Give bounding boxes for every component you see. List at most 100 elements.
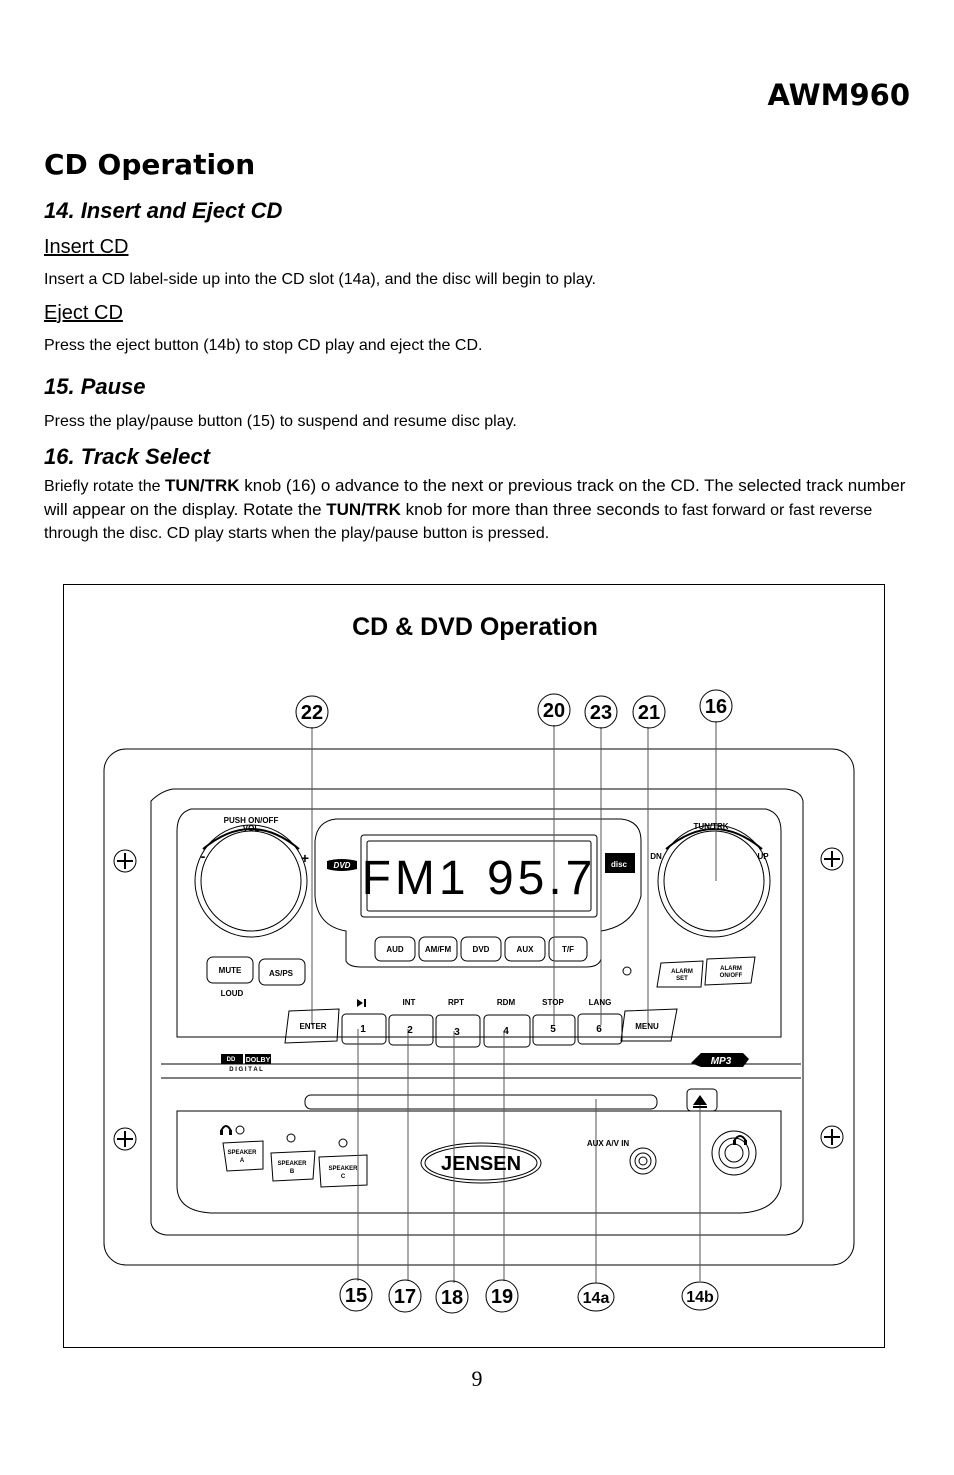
dvd-label: DVD [473, 945, 490, 954]
svg-text:UP: UP [757, 852, 769, 861]
aud-label: AUD [386, 945, 404, 954]
speaker-c-button [318, 1154, 368, 1188]
svg-text:DVD: DVD [334, 861, 351, 870]
preset-4-button [483, 1014, 531, 1048]
svg-text:SPEAKER: SPEAKER [227, 1150, 257, 1156]
dvd-button [460, 936, 502, 962]
aud-button [374, 936, 416, 962]
headphone-icon [220, 1125, 232, 1132]
callout-19: 19 [491, 1286, 513, 1308]
heading-pause: 15. Pause [44, 374, 146, 399]
svg-text:DOLBY: DOLBY [246, 1057, 271, 1064]
svg-text:6: 6 [596, 1024, 602, 1035]
svg-text:STOP: STOP [542, 998, 564, 1007]
alarm-set-button [656, 960, 704, 988]
insert-cd-text: Insert a CD label-side up into the CD sl… [44, 271, 596, 288]
enter-button [284, 1008, 340, 1044]
disc-logo-icon [605, 853, 635, 873]
svg-text:A: A [240, 1158, 245, 1164]
svg-text:2: 2 [407, 1025, 413, 1036]
mute-button [206, 956, 254, 984]
loud-label: LOUD [221, 989, 244, 998]
svg-text:ALARM: ALARM [671, 969, 693, 975]
dolby-logo-icon [221, 1054, 243, 1064]
cd-slot [304, 1094, 658, 1110]
menu-label: MENU [635, 1022, 659, 1031]
preset-3-button [435, 1014, 481, 1048]
svg-text:TUN/TRK: TUN/TRK [693, 822, 728, 831]
svg-text:SPEAKER: SPEAKER [328, 1166, 358, 1172]
screw-icon [113, 847, 844, 1151]
svg-text:DN: DN [650, 852, 662, 861]
svg-text:RPT: RPT [448, 998, 464, 1007]
model-number: AWM960 [767, 78, 910, 112]
callout-14b: 14b [686, 1289, 714, 1306]
alarm-onoff-button [704, 956, 756, 986]
outer-housing [103, 748, 855, 1266]
svg-text:ALARM: ALARM [720, 966, 742, 972]
heading-track-select: 16. Track Select [44, 444, 210, 469]
asps-button [258, 958, 306, 986]
preset-6-button [577, 1013, 623, 1045]
tf-label: T/F [562, 945, 574, 954]
section-title: CD Operation [44, 148, 256, 181]
svg-text:LANG: LANG [589, 998, 612, 1007]
svg-text:D I G I T A L: D I G I T A L [229, 1067, 263, 1073]
mp3-logo-icon [691, 1053, 749, 1067]
preset-1-button [341, 1013, 387, 1045]
eject-button-outline [686, 1088, 718, 1112]
svg-text:PUSH ON/OFF: PUSH ON/OFF [224, 816, 279, 825]
svg-text:INT: INT [403, 998, 416, 1007]
figure-title: CD & DVD Operation [352, 613, 598, 641]
svg-text:1: 1 [360, 1024, 366, 1035]
radio-diagram-figure: CD & DVD Operation [63, 584, 885, 1348]
preset-2-button [388, 1014, 434, 1046]
mute-label: MUTE [219, 966, 242, 975]
page-number: 9 [471, 1366, 483, 1391]
svg-text:B: B [290, 1169, 295, 1175]
tune-track-knob [657, 824, 771, 938]
upper-faceplate [176, 808, 782, 1038]
svg-text:C: C [341, 1174, 346, 1180]
aux-button [504, 936, 546, 962]
callout-14a: 14a [583, 1290, 610, 1307]
volume-knob [194, 824, 308, 938]
inner-bezel [150, 788, 804, 1236]
menu-button [620, 1008, 678, 1042]
tf-button [548, 936, 588, 962]
lower-faceplate [176, 1110, 782, 1214]
pause-text: Press the play/pause button (15) to susp… [44, 413, 517, 430]
dvd-logo-icon [327, 859, 357, 871]
callout-21: 21 [638, 702, 660, 724]
callout-17: 17 [394, 1286, 416, 1308]
subheading-eject-cd: Eject CD [44, 302, 123, 324]
svg-text:SPEAKER: SPEAKER [277, 1161, 307, 1167]
lcd-text: FM1 95.7 [362, 852, 597, 905]
callout-16: 16 [705, 696, 727, 718]
callout-15: 15 [345, 1285, 367, 1307]
svg-text:ON/OFF: ON/OFF [720, 973, 743, 979]
svg-text:SET: SET [676, 976, 688, 982]
enter-label: ENTER [299, 1022, 326, 1031]
svg-text:5: 5 [550, 1024, 556, 1035]
callout-23: 23 [590, 702, 612, 724]
asps-label: AS/PS [269, 969, 294, 978]
aux-jack [629, 1147, 657, 1175]
eject-cd-text: Press the eject button (14b) to stop CD … [44, 337, 483, 354]
amfm-button [418, 936, 458, 962]
svg-text:-: - [201, 848, 206, 864]
callout-18: 18 [441, 1287, 463, 1309]
headphone-jack [711, 1130, 757, 1176]
radio-faceplate-diagram: DD DOLBY MP3 DVD FM1 95.7 PUSH ON/OFF VO… [103, 689, 855, 1314]
callout-lines [311, 721, 717, 1283]
track-select-text: Briefly rotate the TUN/TRK knob (16) o a… [44, 476, 906, 542]
svg-text:VOL: VOL [243, 824, 260, 833]
callout-20: 20 [543, 700, 565, 722]
svg-text:3: 3 [454, 1027, 460, 1038]
callout-22: 22 [301, 702, 323, 724]
svg-text:DD: DD [227, 1057, 236, 1063]
subheading-insert-cd: Insert CD [44, 236, 129, 258]
lcd-display [360, 834, 598, 918]
heading-insert-eject: 14. Insert and Eject CD [44, 198, 283, 223]
play-pause-icon [357, 999, 363, 1007]
